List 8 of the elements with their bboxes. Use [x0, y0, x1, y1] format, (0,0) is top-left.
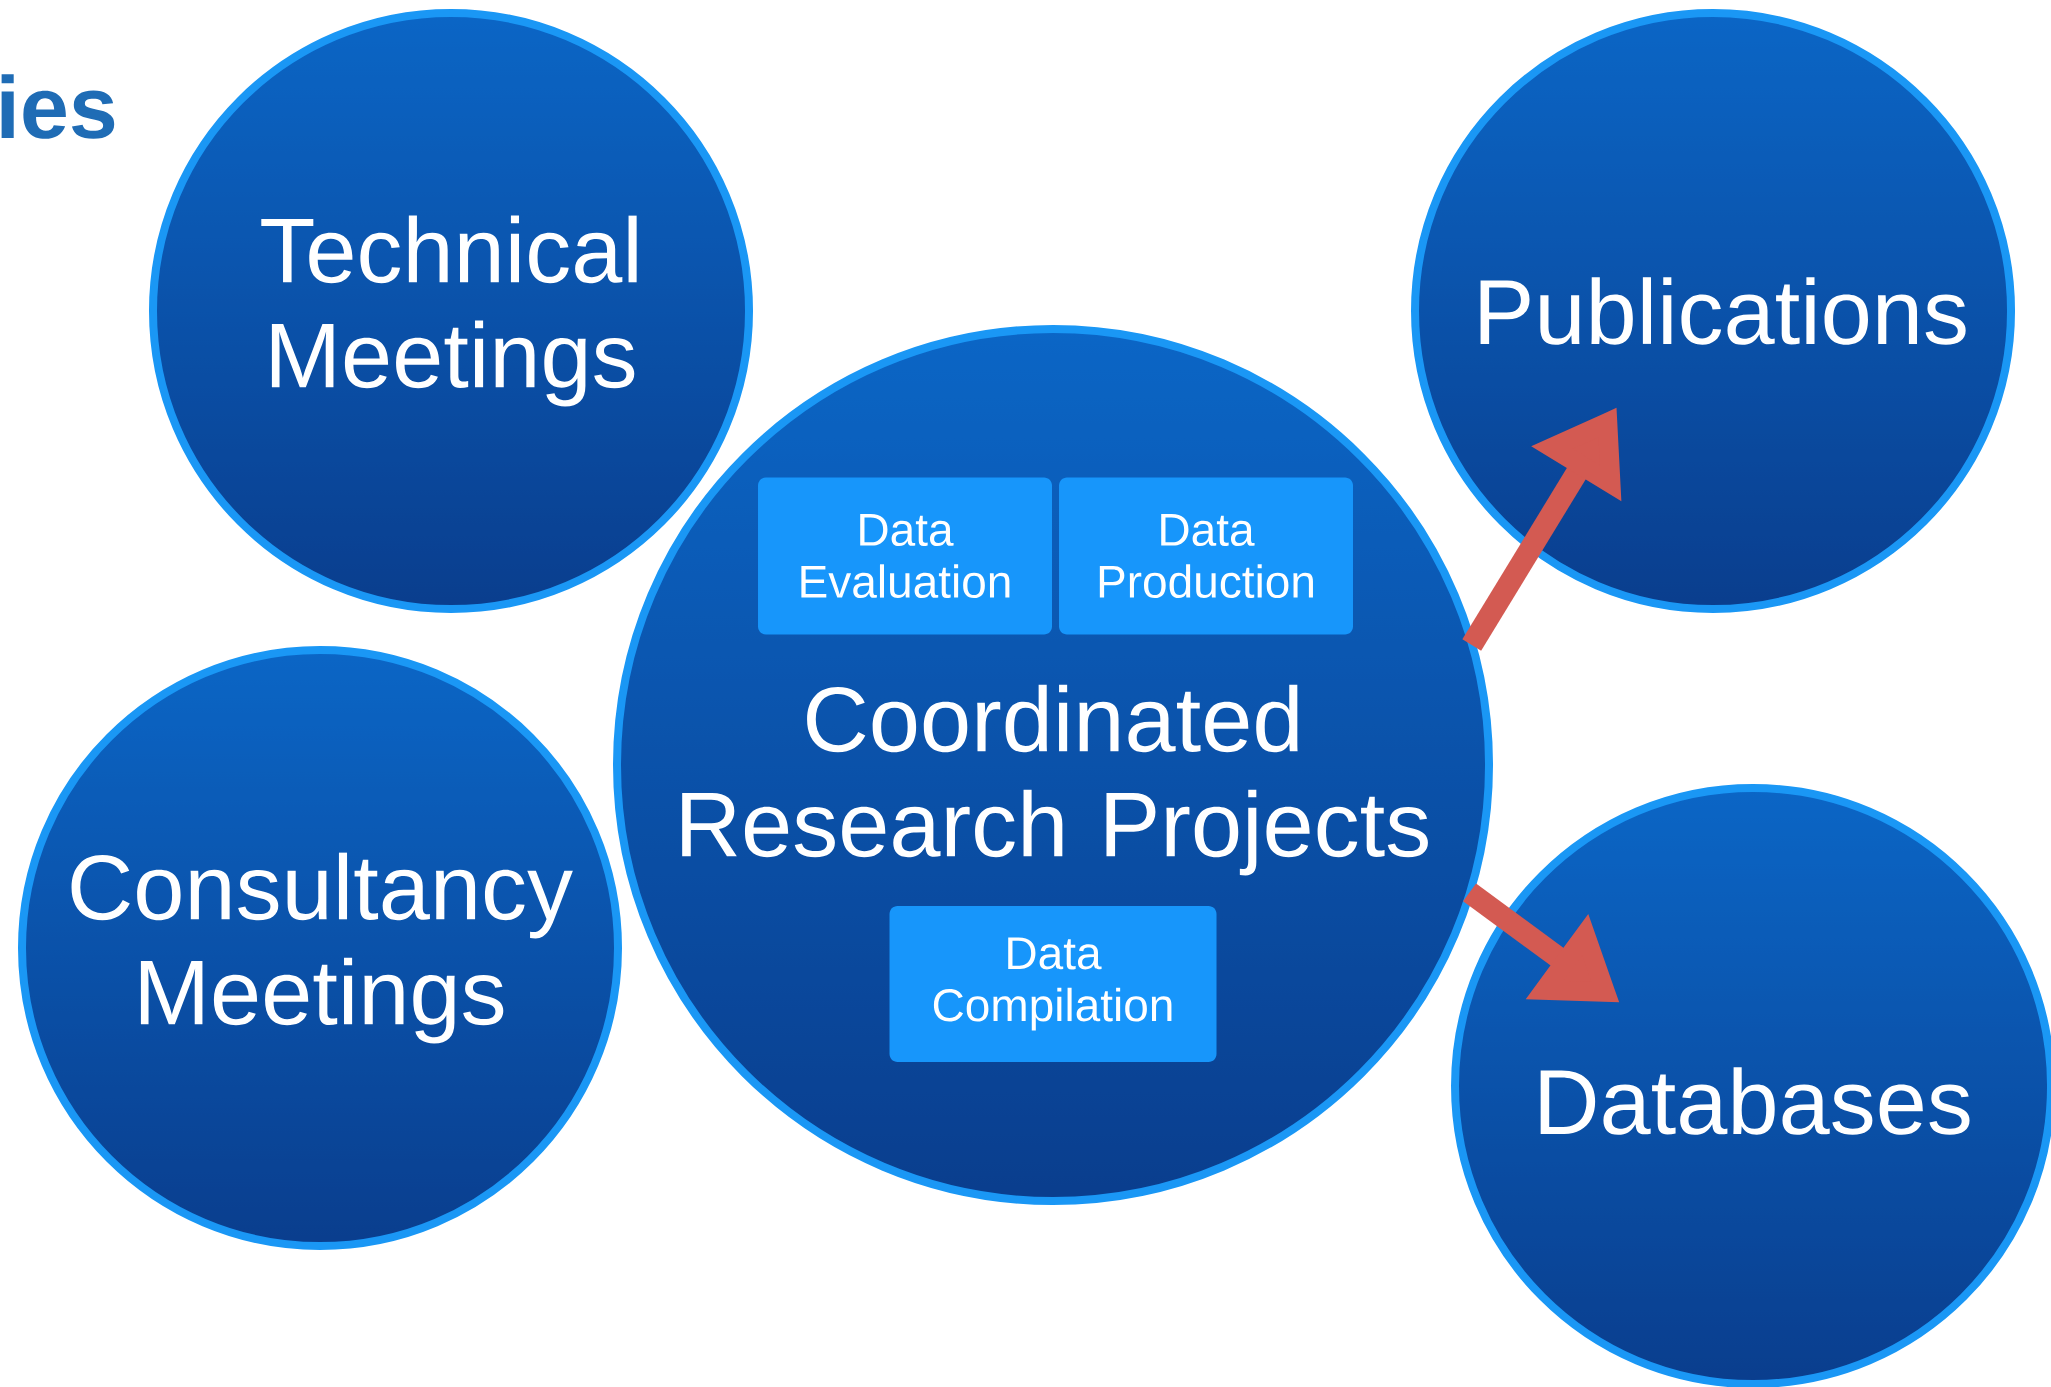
heading: ies: [1, 74, 115, 139]
label-box: Data Production: [1059, 477, 1353, 635]
circle-node: Publications: [1411, 9, 2015, 613]
label-box: Data Compilation: [889, 906, 1217, 1062]
circle-node: Databases: [1451, 784, 2051, 1387]
circle-node: Consultancy Meetings: [18, 646, 622, 1250]
label-box: Data Evaluation: [758, 477, 1052, 635]
circle-node: Technical Meetings: [149, 9, 753, 613]
